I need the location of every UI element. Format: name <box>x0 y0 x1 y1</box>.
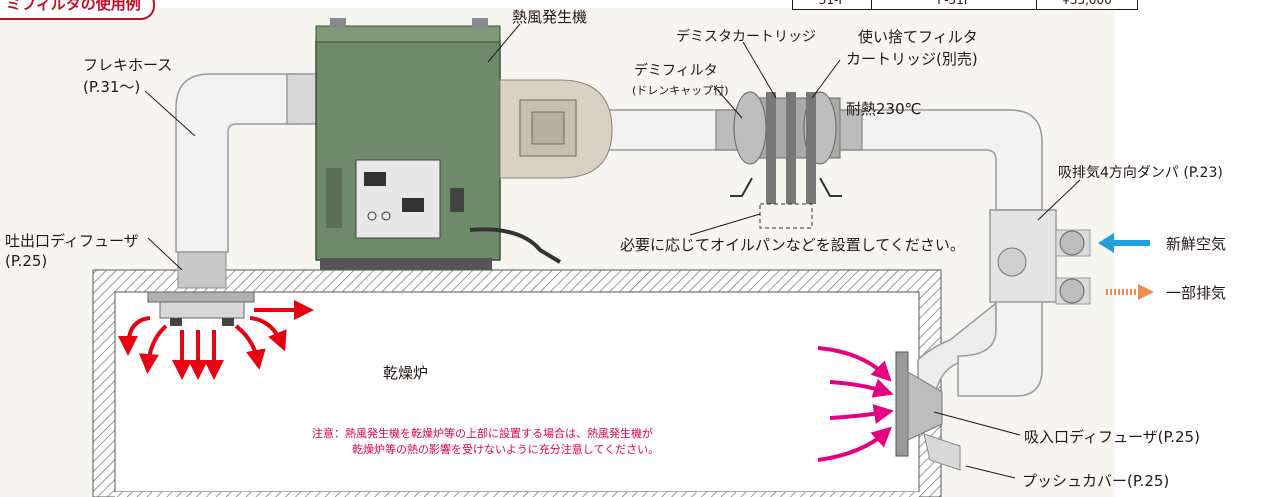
caution-line-2: 乾燥炉等の熱の影響を受けないように充分注意してください。 <box>352 443 660 456</box>
label-partial-exhaust: 一部排気 <box>1166 284 1227 302</box>
label-disposable-filter-1: 使い捨てフィルタ <box>858 28 978 46</box>
label-flex-hose-1: フレキホース <box>83 56 173 74</box>
label-flex-hose-2: (P.31〜) <box>83 78 141 96</box>
inlet-diffuser <box>895 351 961 471</box>
label-push-cover: プッシュカバー(P.25) <box>1022 472 1170 490</box>
label-demi-filter-2: (ドレンキャップ付) <box>632 84 729 97</box>
label-outlet-diffuser-2: (P.25) <box>5 252 48 270</box>
label-fresh-air: 新鮮空気 <box>1166 235 1227 253</box>
table-cell-price: ¥35,000 <box>1062 0 1112 7</box>
section-title-tab: ミフィルタの使用例 <box>0 0 155 20</box>
demi-filter-unit <box>715 91 863 229</box>
price-table-row: 31-F F-31F ¥35,000 <box>792 0 1138 10</box>
label-hot-air-generator: 熱風発生機 <box>512 8 588 26</box>
fresh-air-arrow <box>1098 233 1150 253</box>
suction-airflow-arrows <box>817 346 894 462</box>
label-outlet-diffuser-1: 吐出口ディフューザ <box>5 232 139 250</box>
table-cell-part: F-31F <box>872 0 1037 9</box>
label-demi-filter-1: デミフィルタ <box>634 63 718 79</box>
outlet-diffuser <box>147 251 255 326</box>
label-dryer: 乾燥炉 <box>383 364 429 382</box>
damper-box <box>989 209 1091 305</box>
label-inlet-diffuser: 吸入口ディフューザ(P.25) <box>1024 428 1200 446</box>
label-heat-resistant: 耐熱230℃ <box>846 100 922 118</box>
duct-system <box>175 73 1043 401</box>
label-damper: 吸排気4方向ダンパ (P.23) <box>1058 165 1223 181</box>
label-disposable-filter-2: カートリッジ(別売) <box>846 50 978 68</box>
outlet-airflow-arrows <box>118 300 314 380</box>
label-demister-cartridge: デミスタカートリッジ <box>676 29 816 45</box>
leader-lines <box>144 23 1081 479</box>
caution-line-1: 注意：熱風発生機を乾燥炉等の上部に設置する場合は、熱風発生機が <box>312 427 653 440</box>
partial-exhaust-arrow <box>1106 284 1154 300</box>
label-oil-pan-note: 必要に応じてオイルパンなどを設置してください。 <box>620 236 965 254</box>
hot-air-generator-machine <box>315 18 613 270</box>
table-cell-model: 31-F <box>793 0 872 9</box>
